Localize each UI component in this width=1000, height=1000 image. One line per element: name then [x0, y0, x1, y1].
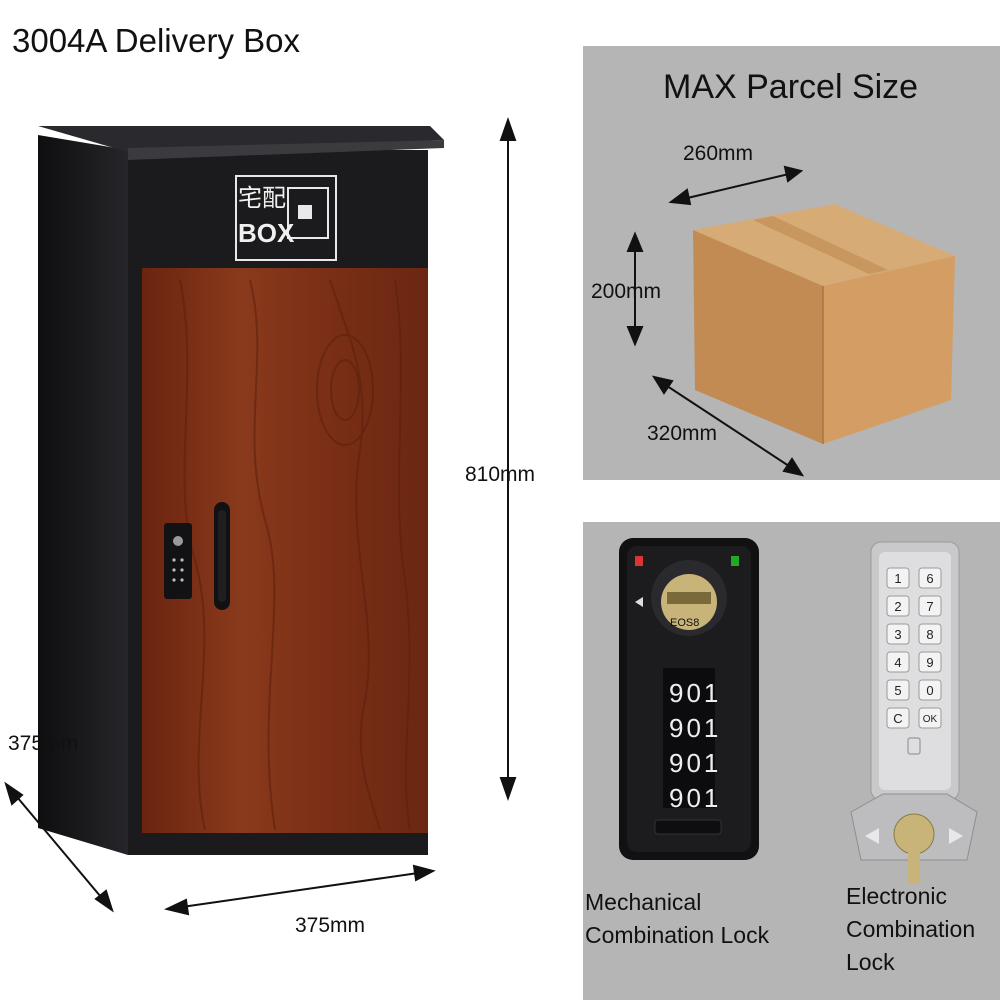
- mechanical-caption-line2: Combination Lock: [585, 922, 770, 948]
- cardboard-box-illustration: [626, 165, 955, 477]
- mechanical-dial-3: 901: [669, 748, 721, 778]
- keypad-key: 3: [894, 627, 901, 642]
- keypad-key: 4: [894, 655, 901, 670]
- keypad-key: C: [893, 711, 902, 726]
- height-dimension-arrow: [499, 116, 517, 802]
- keypad-key: 7: [926, 599, 933, 614]
- electronic-caption-line1: Electronic: [846, 883, 947, 909]
- electronic-lock-caption: Electronic Combination Lock: [846, 880, 975, 979]
- electronic-lock: 1 6 2 7 3 8 4 9 5 0 C OK: [850, 541, 978, 884]
- mechanical-dial-2: 901: [669, 713, 721, 743]
- locks-panel: EOS8 901 901 901 901: [583, 522, 1000, 1000]
- width-dimension-arrow: [164, 864, 436, 916]
- depth-dimension-arrow: [4, 781, 114, 913]
- mechanical-caption-line1: Mechanical: [585, 889, 702, 915]
- parcel-size-panel: MAX Parcel Size 260mm 200mm 320mm: [583, 46, 1000, 480]
- electronic-caption-line2: Combination: [846, 916, 976, 942]
- locks-illustration: EOS8 901 901 901 901: [619, 538, 978, 884]
- parcel-height-label: 200mm: [591, 280, 662, 303]
- electronic-keypad: 1 6 2 7 3 8 4 9 5 0 C OK: [886, 567, 942, 729]
- keypad-key: 5: [894, 683, 901, 698]
- logo-text-japanese: 宅配: [238, 185, 286, 212]
- keypad-key: 6: [926, 571, 933, 586]
- keypad-key: 1: [894, 571, 901, 586]
- cabinet-roof: [38, 126, 444, 152]
- mechanical-lock: EOS8 901 901 901 901: [619, 538, 759, 860]
- parcel-length-label: 260mm: [683, 142, 754, 165]
- unlock-icon: [907, 737, 921, 755]
- depth-label: 375mm: [8, 732, 79, 755]
- page-title: 3004A Delivery Box: [12, 22, 300, 59]
- delivery-box-illustration: 宅配 BOX: [4, 116, 517, 916]
- keypad-key: 2: [894, 599, 901, 614]
- logo-text-box: BOX: [238, 218, 295, 248]
- keypad-key: 0: [926, 683, 933, 698]
- mechanical-lock-caption: Mechanical Combination Lock: [585, 886, 769, 952]
- mechanical-key-code: EOS8: [670, 617, 699, 629]
- height-label: 810mm: [465, 463, 536, 486]
- parcel-width-label: 320mm: [647, 422, 718, 445]
- cabinet-side: [38, 135, 128, 855]
- mechanical-dial-4: 901: [669, 783, 721, 813]
- box-logo: 宅配 BOX: [235, 175, 337, 261]
- keypad-key: 8: [926, 627, 933, 642]
- keypad-key: OK: [923, 714, 938, 725]
- mechanical-dial-1: 901: [669, 678, 721, 708]
- electronic-caption-line3: Lock: [846, 949, 895, 975]
- keypad-key: 9: [926, 655, 933, 670]
- width-label: 375mm: [295, 914, 366, 937]
- parcel-panel-title: MAX Parcel Size: [663, 68, 919, 106]
- door-keypad-lock: [164, 523, 192, 599]
